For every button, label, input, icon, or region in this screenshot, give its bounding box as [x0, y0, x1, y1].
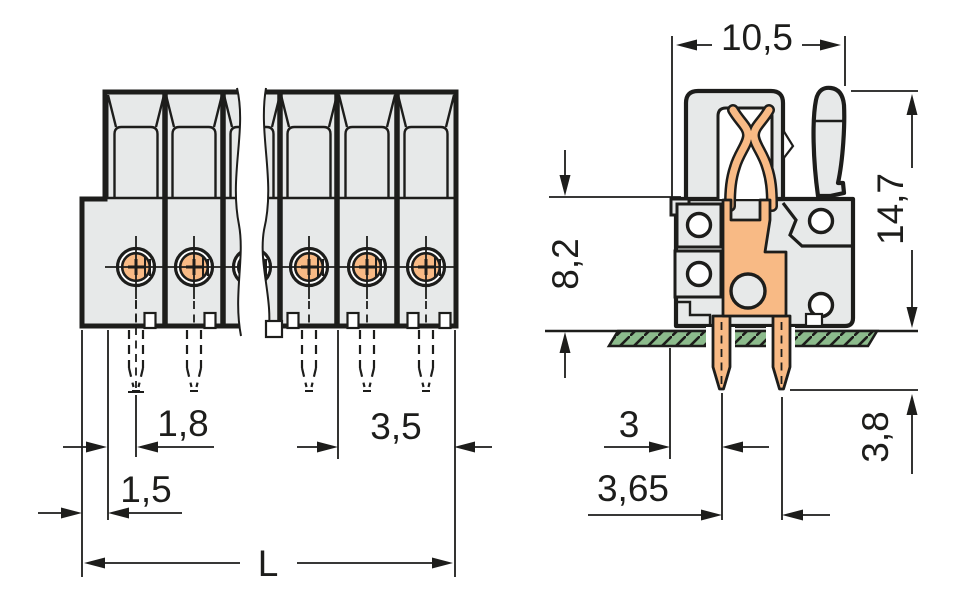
latch-barb — [781, 126, 795, 163]
dim-label-pin-length-below-board: 3,8 — [855, 411, 896, 462]
dim-label-pitch: 3,5 — [370, 406, 421, 447]
dim-label-edge-offset: 1,5 — [120, 469, 171, 510]
housing-hole — [685, 211, 713, 239]
latch-lever — [811, 85, 847, 199]
dim-label-total-height: 14,7 — [870, 173, 911, 245]
dim-label-pin-spacing: 3,65 — [597, 468, 669, 509]
side-solder-pins — [711, 314, 792, 391]
dim-label-total-width: 10,5 — [721, 17, 793, 58]
contact-hole — [729, 272, 767, 310]
side-view: 10,5 14,7 8,2 3 3,65 3,8 — [545, 17, 918, 521]
side-dimensions: 10,5 14,7 8,2 3 3,65 3,8 — [545, 17, 918, 521]
dim-label-height-above-board: 8,2 — [545, 238, 586, 289]
housing-contour — [781, 202, 851, 248]
dim-label-pin-center-offset: 1,8 — [157, 403, 208, 444]
dim-label-total-length: L — [258, 543, 279, 584]
spring-contact — [724, 104, 778, 212]
housing-hole — [685, 260, 713, 288]
front-solder-pins — [127, 300, 435, 393]
pcb — [606, 329, 880, 348]
front-dimensions: 1,8 3,5 1,5 L — [38, 330, 492, 584]
break-lines — [234, 87, 284, 339]
pole-separators — [162, 92, 400, 326]
housing-hole — [807, 207, 835, 235]
housing-foot — [676, 300, 712, 325]
dim-label-pin-offset-from-edge: 3 — [619, 404, 640, 445]
front-view: 1,8 3,5 1,5 L — [38, 87, 492, 584]
